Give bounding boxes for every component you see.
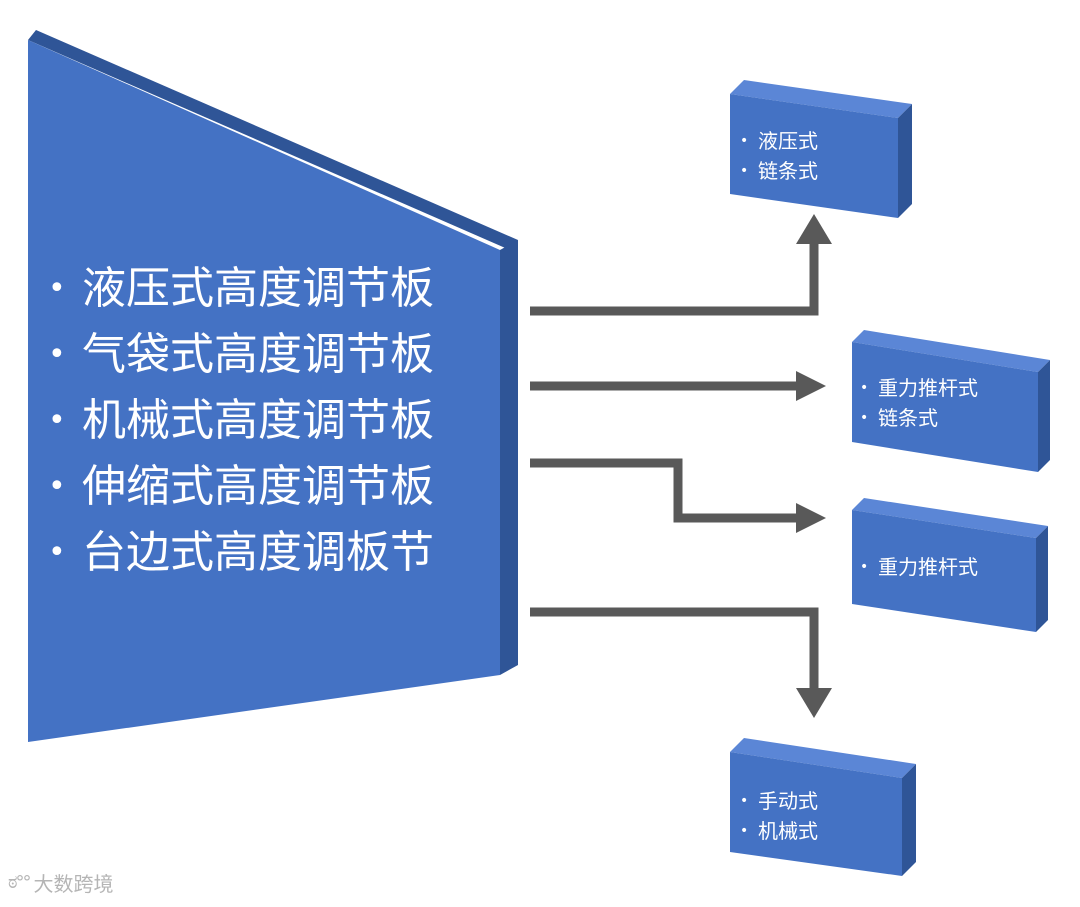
main-list-item: 液压式高度调节板 — [48, 256, 434, 322]
box-2-list: 重力推杆式 链条式 — [858, 373, 978, 433]
box-4-list: 手动式 机械式 — [738, 786, 818, 846]
box-list-item: 手动式 — [738, 786, 818, 816]
arrow-to-box-2 — [530, 371, 826, 401]
main-list-item: 机械式高度调节板 — [48, 388, 434, 454]
box-list-item: 机械式 — [738, 816, 818, 846]
main-panel-top-edge — [28, 30, 518, 250]
box-1-list: 液压式 链条式 — [738, 126, 818, 186]
box-list-item: 重力推杆式 — [858, 373, 978, 403]
watermark: ಠ°° 大数跨境 — [8, 868, 114, 897]
box-list-item: 链条式 — [738, 156, 818, 186]
arrow-to-box-3 — [530, 458, 826, 533]
watermark-text: 大数跨境 — [33, 872, 114, 896]
main-list-item: 台边式高度调板节 — [48, 520, 434, 586]
arrow-to-box-4 — [530, 607, 832, 718]
main-panel-side-edge — [500, 240, 518, 675]
box-list-item: 重力推杆式 — [858, 552, 978, 582]
main-list-item: 伸缩式高度调节板 — [48, 454, 434, 520]
logo-icon: ಠ°° — [8, 872, 31, 893]
main-panel-list: 液压式高度调节板 气袋式高度调节板 机械式高度调节板 伸缩式高度调节板 台边式高… — [48, 256, 434, 586]
box-list-item: 液压式 — [738, 126, 818, 156]
box-list-item: 链条式 — [858, 403, 978, 433]
box-3-list: 重力推杆式 — [858, 552, 978, 582]
arrow-to-box-1 — [530, 214, 832, 316]
main-list-item: 气袋式高度调节板 — [48, 322, 434, 388]
